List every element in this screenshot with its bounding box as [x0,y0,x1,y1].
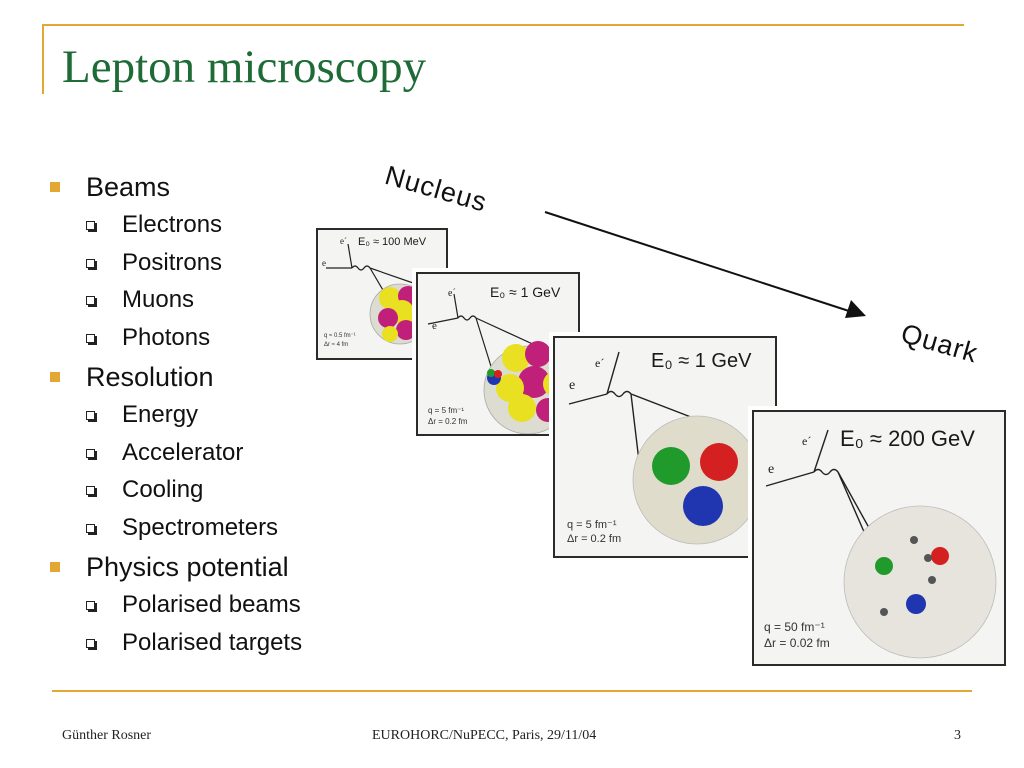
panel-1gev-small: E₀ ≈ 1 GeV e´ e q = 5 fm⁻¹ Δr = 0.2 fm [416,272,580,436]
sub-list: Polarised beams Polarised targets [86,586,302,661]
sub-list: Electrons Positrons Muons Photons [86,206,302,356]
left-rule [42,24,44,94]
scattered-electron-label: e´ [448,288,456,299]
square-bullet-icon [50,372,60,382]
square-bullet-icon [50,182,60,192]
sub-bullet-label: Muons [122,286,195,313]
panel-q: q ≈ 0.5 fm⁻¹ [324,333,356,339]
incoming-electron-label: e [322,258,326,268]
bullet-label: Physics potential [86,552,289,582]
panel-energy: E₀ ≈ 1 GeV [490,284,561,300]
arrow-head-icon [845,300,866,318]
sub-bullet: Polarised targets [86,624,302,662]
bullet-label: Beams [86,172,171,202]
incoming-electron-label: e [432,320,437,332]
bullet-label: Resolution [86,362,214,392]
bullet-physics-potential: Physics potential Polarised beams Polari… [48,548,302,661]
scattered-electron-label: e´ [802,434,812,448]
sub-bullet-label: Electrons [122,211,223,238]
sub-bullet-label: Cooling [122,476,204,503]
sub-bullet-label: Polarised beams [122,591,301,618]
sub-bullet: Spectrometers [86,509,302,547]
box-bullet-icon [86,523,95,533]
scattered-electron-label: e´ [340,236,347,246]
sub-bullet: Positrons [86,244,302,282]
box-bullet-icon [86,296,95,305]
sub-bullet-label: Photons [122,323,211,351]
panel-q: q = 5 fm⁻¹ [567,519,617,531]
footer-author: Günther Rosner [62,728,152,743]
panel-energy: E₀ ≈ 100 MeV [358,236,427,248]
bullet-beams: Beams Electrons Positrons Muons Photons [48,168,302,356]
panel-dr: Δr = 0.2 fm [567,533,622,545]
sub-list: Energy Accelerator Cooling Spectrometers [86,396,302,546]
box-bullet-icon [86,448,95,458]
scattered-electron-label: e´ [595,356,605,370]
sub-bullet-label: Polarised targets [122,628,303,656]
footer-page-number: 3 [954,728,961,743]
bullet-list: Beams Electrons Positrons Muons Photons … [48,168,302,663]
panel-200gev: E₀ ≈ 200 GeV e´ e q = 50 fm⁻¹ Δr = 0.02 … [752,410,1006,666]
panel-q: q = 50 fm⁻¹ [764,620,825,634]
sub-bullet: Electrons [86,206,302,244]
sub-bullet: Photons [86,319,302,357]
sub-bullet: Muons [86,281,302,319]
panel-200gev-diagram [765,429,997,659]
slide-title: Lepton microscopy [62,41,427,93]
sub-bullet: Accelerator [86,434,302,472]
box-bullet-icon [86,638,95,648]
panel-dr: Δr = 0.02 fm [764,636,830,650]
box-bullet-icon [86,411,95,420]
panel-100mev-diagram [326,243,431,345]
sub-bullet-label: Accelerator [122,438,244,466]
top-rule [44,24,964,26]
panel-dr: Δr = 0.2 fm [428,417,468,426]
box-bullet-icon [86,486,95,495]
panel-dr: Δr ≈ 4 fm [324,342,349,348]
footer-event: EUROHORC/NuPECC, Paris, 29/11/04 [372,728,597,743]
sub-bullet-label: Positrons [122,248,223,276]
box-bullet-icon [86,258,95,268]
sub-bullet: Polarised beams [86,586,302,624]
incoming-electron-label: e [569,378,576,393]
panel-energy: E₀ ≈ 200 GeV [840,426,975,451]
bottom-rule [52,690,972,692]
panel-1gev-large: E₀ ≈ 1 GeV e´ e q = 5 fm⁻¹ Δr = 0.2 fm [553,336,777,558]
sub-bullet-label: Spectrometers [122,513,279,541]
panel-energy: E₀ ≈ 1 GeV [651,350,752,372]
bullet-resolution: Resolution Energy Accelerator Cooling Sp… [48,358,302,546]
panel-1gev-large-diagram [568,351,762,545]
panel-1gev-small-diagram [427,293,573,434]
box-bullet-icon [86,601,95,610]
sub-bullet: Energy [86,396,302,434]
sub-bullet-label: Energy [122,401,199,428]
panel-q: q = 5 fm⁻¹ [428,406,465,415]
sub-bullet: Cooling [86,471,302,509]
square-bullet-icon [50,562,60,572]
box-bullet-icon [86,221,95,230]
incoming-electron-label: e [768,462,775,477]
box-bullet-icon [86,333,95,343]
